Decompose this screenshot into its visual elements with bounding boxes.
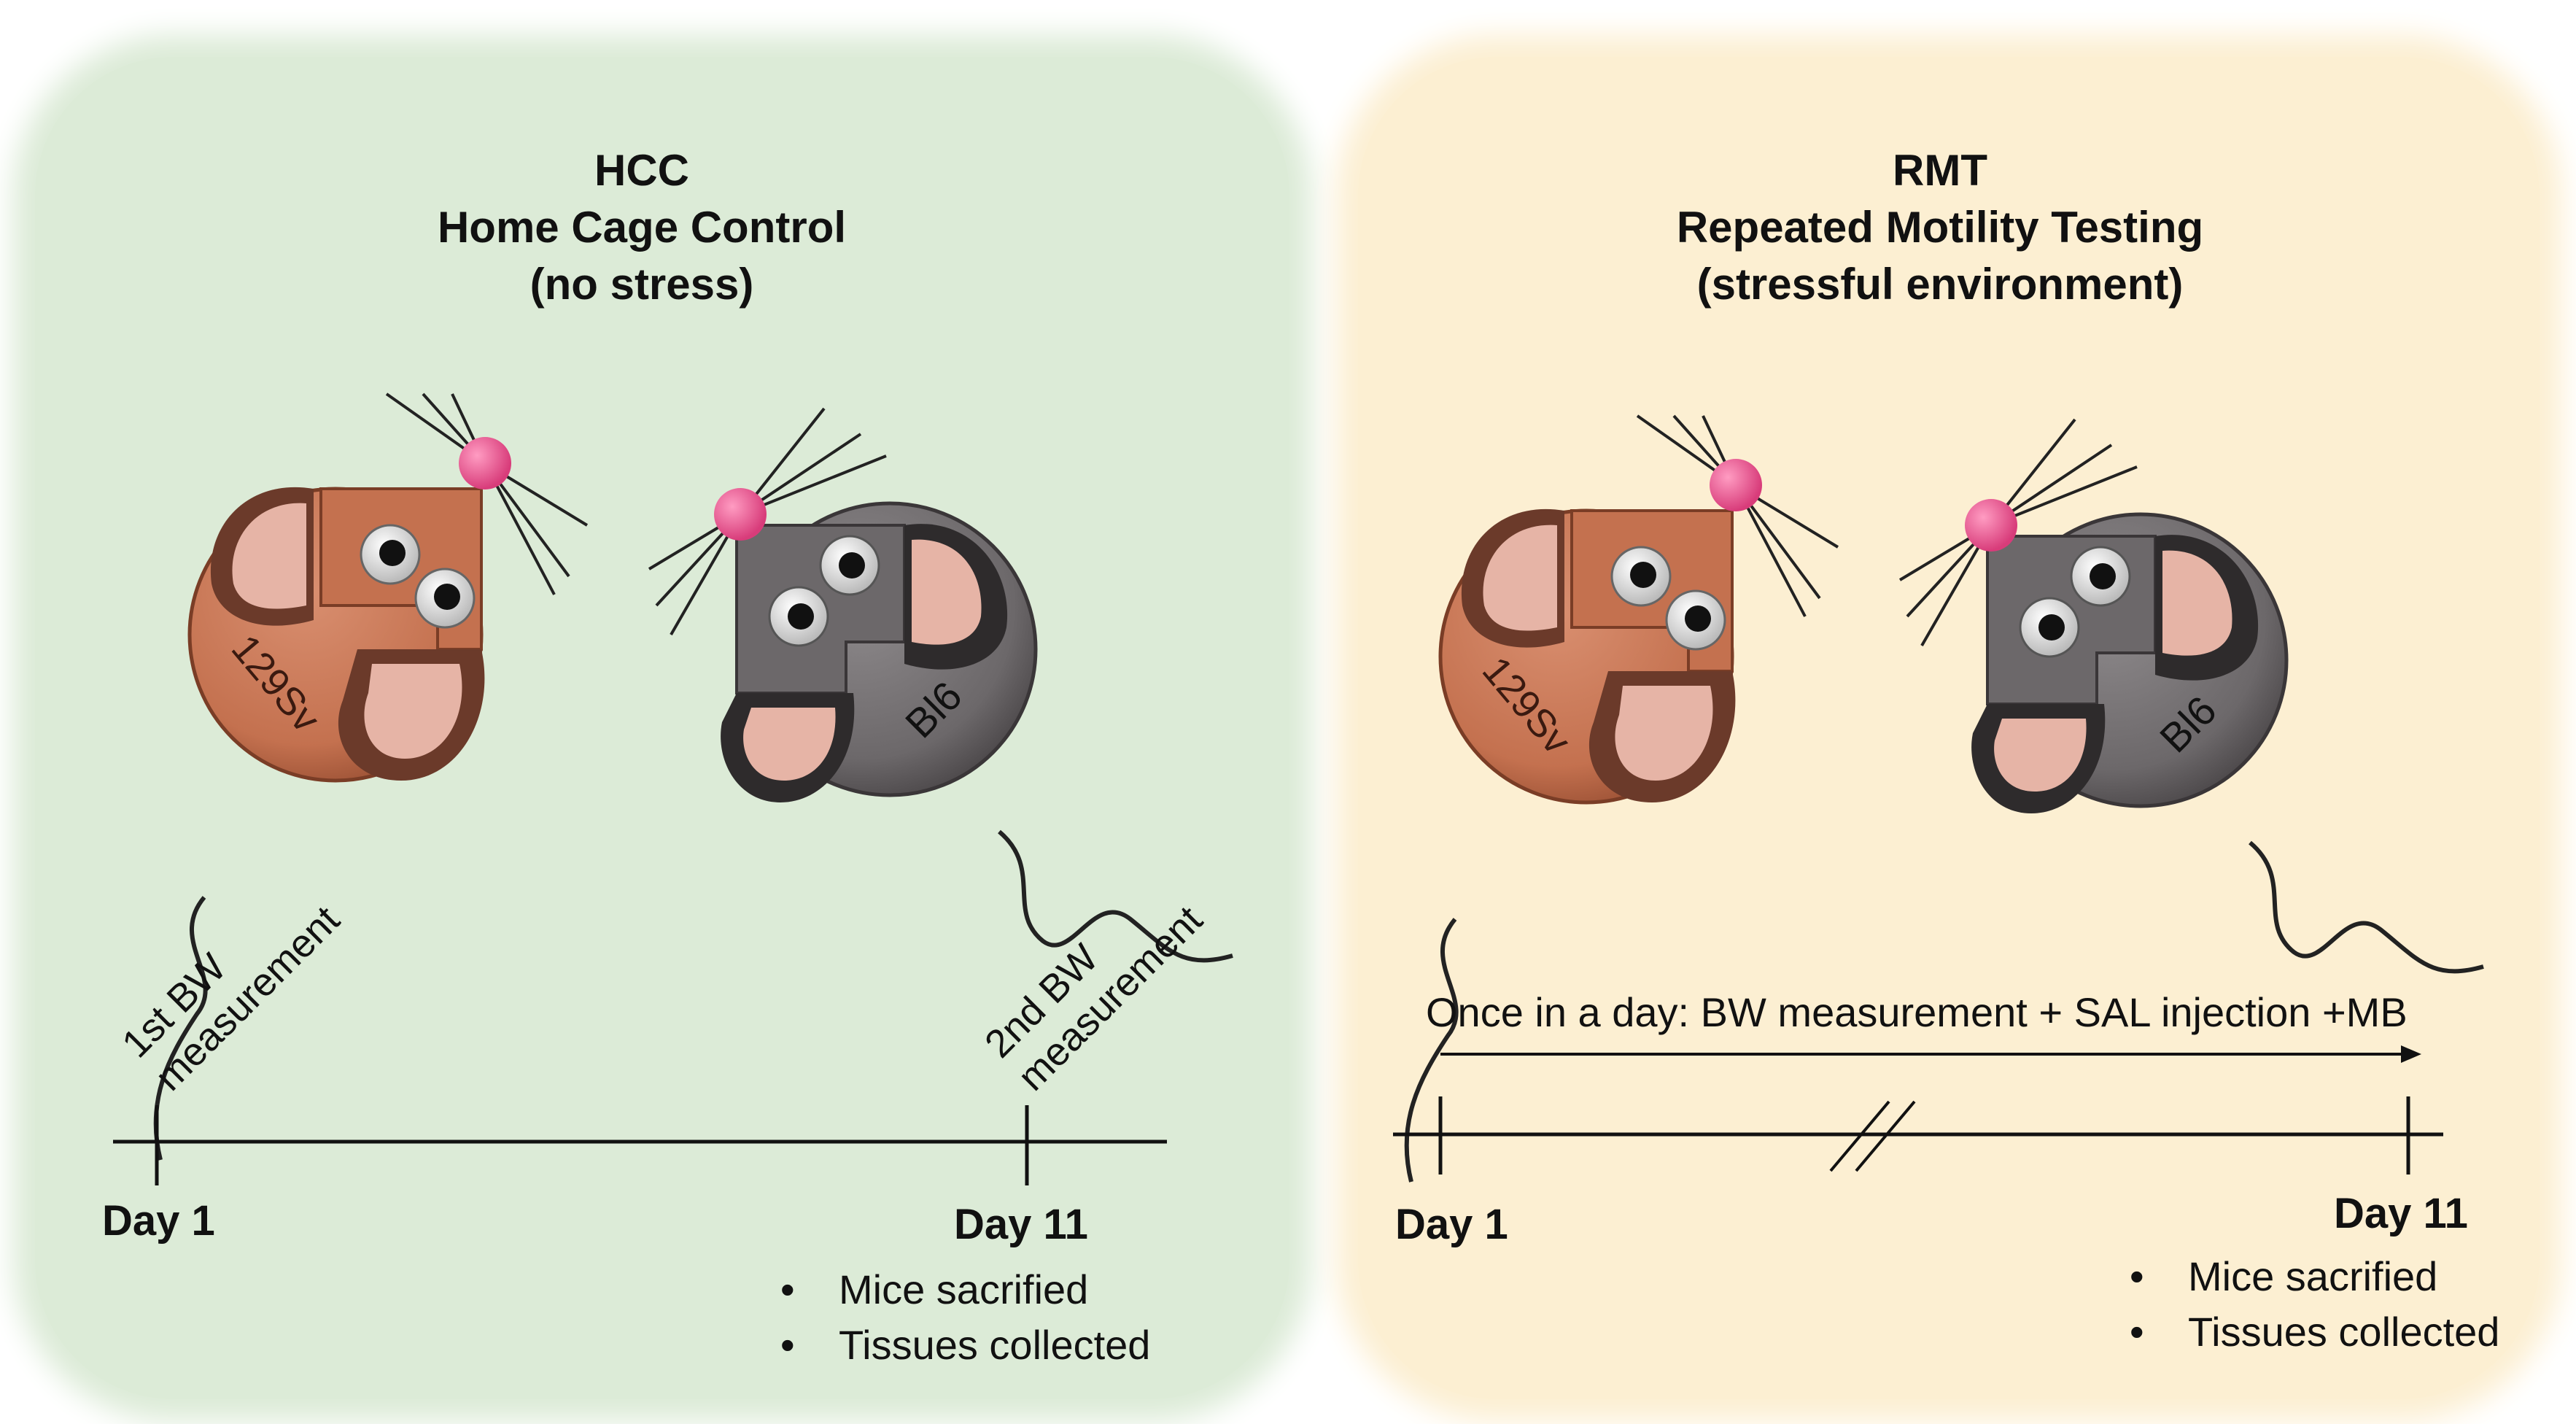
hcc-title-condition: (no stress) xyxy=(529,260,754,309)
list-item: Tissues collected xyxy=(773,1317,1150,1373)
rmt-daily-procedure-text: Once in a day: BW measurement + SAL inje… xyxy=(1426,989,2408,1035)
rmt-title-full: Repeated Motility Testing xyxy=(1676,203,2204,252)
hcc-title-abbrev: HCC xyxy=(594,146,689,195)
rmt-mouse-129sv-icon xyxy=(1407,416,1838,1182)
rmt-timeline xyxy=(1393,1096,2443,1175)
list-item: Mice sacrified xyxy=(2122,1249,2499,1304)
daily-arrow-icon xyxy=(1440,1045,2421,1063)
list-item: Tissues collected xyxy=(2122,1304,2499,1360)
rmt-title: RMT Repeated Motility Testing (stressful… xyxy=(1575,142,2305,313)
list-item: Mice sacrified xyxy=(773,1262,1150,1317)
hcc-title-full: Home Cage Control xyxy=(437,203,847,252)
hcc-day-start: Day 1 xyxy=(102,1197,215,1245)
timeline-break-mark xyxy=(1829,1100,1890,1172)
hcc-timeline xyxy=(113,1105,1167,1185)
hcc-title: HCC Home Cage Control (no stress) xyxy=(277,142,1006,313)
hcc-day-end: Day 11 xyxy=(954,1201,1088,1248)
rmt-day-start: Day 1 xyxy=(1395,1201,1508,1248)
rmt-day-end: Day 11 xyxy=(2334,1190,2468,1237)
rmt-title-abbrev: RMT xyxy=(1893,146,1987,195)
hcc-end-bullets: Mice sacrified Tissues collected xyxy=(773,1262,1150,1373)
rmt-title-condition: (stressful environment) xyxy=(1696,260,2184,309)
rmt-end-bullets: Mice sacrified Tissues collected xyxy=(2122,1249,2499,1360)
